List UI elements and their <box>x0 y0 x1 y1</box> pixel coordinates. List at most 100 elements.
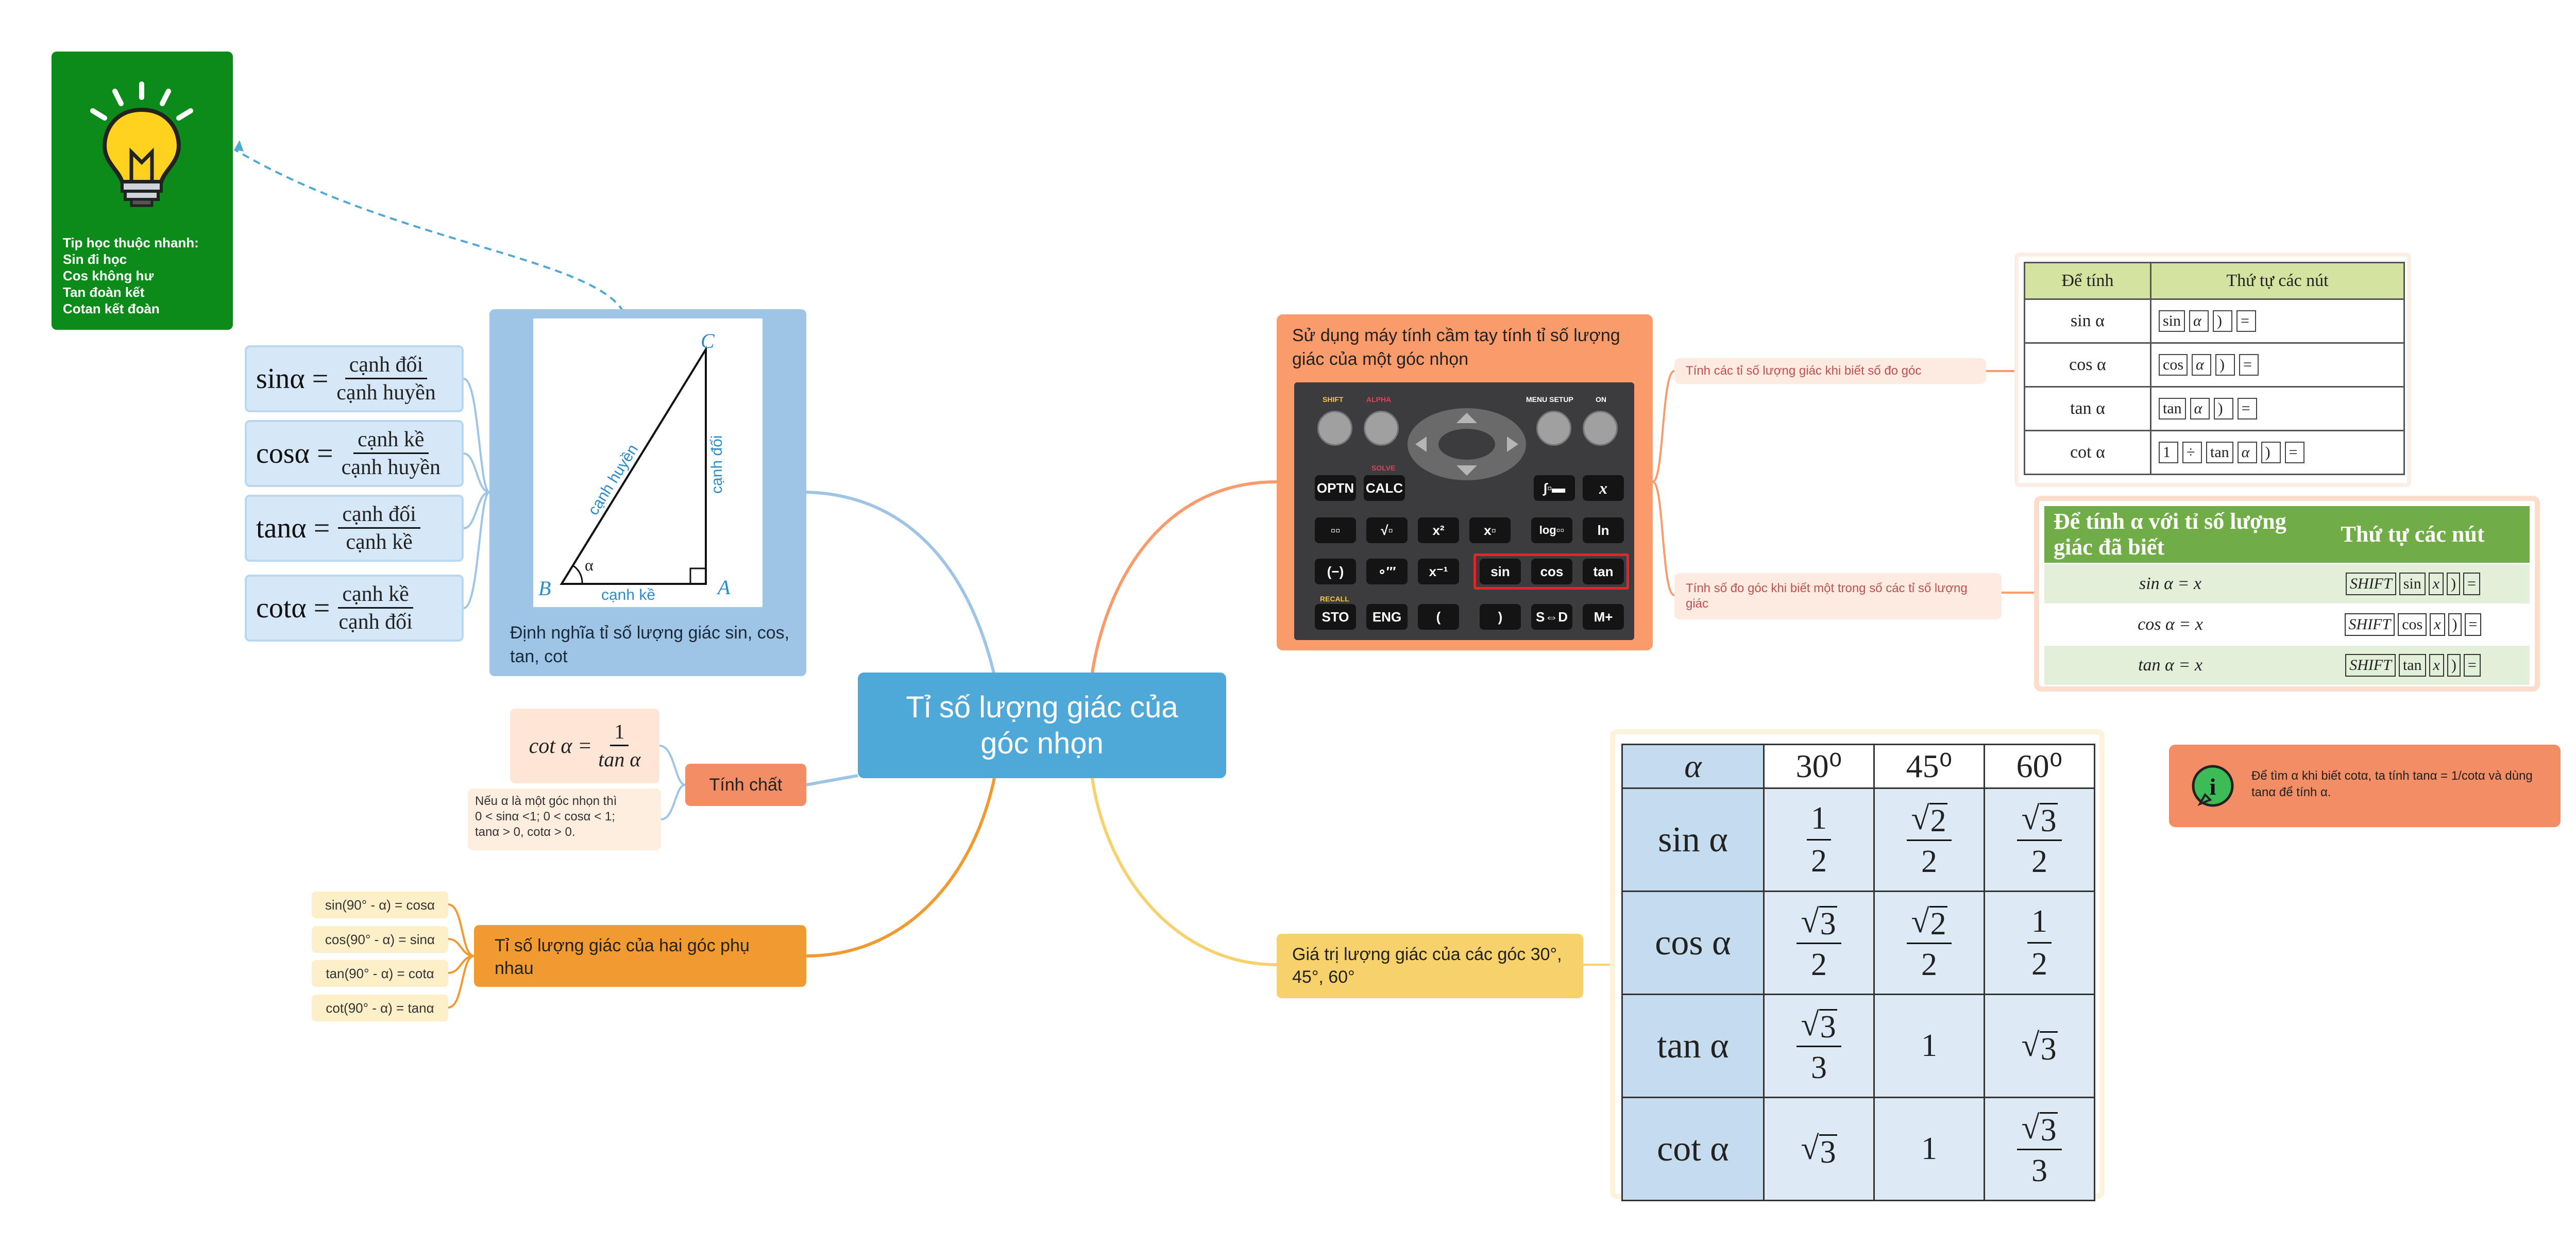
key-box: tan <box>2206 442 2233 463</box>
branch-ratio-to-angle[interactable]: Tính số đo góc khi biết một trong số các… <box>1674 573 2002 619</box>
central-topic[interactable]: Tỉ số lượng giác của góc nhọn <box>858 673 1226 778</box>
t1-header: Để tính <box>2024 262 2151 300</box>
branch-angle-to-ratio[interactable]: Tính các tỉ số lượng giác khi biết số đo… <box>1674 358 1986 384</box>
tip-card[interactable]: Tip học thuộc nhanh: Sin đi học Cos khôn… <box>52 52 233 330</box>
ln-key: ln <box>1583 517 1624 543</box>
t3-cell: √3 <box>1763 1097 1875 1201</box>
calculator-image: SHIFT ALPHA MENU SETUP ON SOLVE OPTN CAL… <box>1294 382 1634 640</box>
key-box: ) <box>2261 442 2281 463</box>
lightbulb-icon <box>90 81 193 207</box>
t1-fn: cot α <box>2024 430 2151 475</box>
square-key: x² <box>1418 517 1459 543</box>
close-paren-key: ) <box>1480 604 1521 630</box>
key-box: = <box>2284 442 2304 463</box>
sd-key: S⇔D <box>1531 604 1572 630</box>
power-key: x▫ <box>1469 517 1511 543</box>
key-box: cos <box>2159 354 2188 376</box>
tan-key: tan <box>1583 559 1624 584</box>
angle-label: α <box>585 556 594 574</box>
t3-header: α <box>1621 744 1765 789</box>
optn-key: OPTN <box>1315 475 1356 501</box>
key-box: α <box>2237 442 2257 463</box>
shift-key <box>1317 411 1352 446</box>
sin-key: sin <box>1480 559 1521 584</box>
inverse-key: x⁻¹ <box>1418 559 1459 584</box>
triangle-diagram: C B A α cạnh huyền cạnh đối cạnh kề <box>533 318 762 607</box>
key-box: α <box>2190 398 2210 419</box>
shift-label: SHIFT <box>1323 395 1344 404</box>
comp-item[interactable]: cot(90° - α) = tanα <box>312 995 448 1021</box>
key-box: SHIFT <box>2346 573 2396 595</box>
t2-fn: tan α = x <box>2044 644 2296 685</box>
key-box: = <box>2463 573 2480 595</box>
info-icon-letter: i <box>2210 774 2216 800</box>
key-box: SHIFT <box>2344 613 2395 636</box>
sqrt-key: √▫ <box>1366 517 1408 543</box>
t1-fn: sin α <box>2024 298 2151 344</box>
info-icon: i <box>2192 765 2234 807</box>
property-note: Nếu α là một góc nhọn thì 0 < sinα <1; 0… <box>468 788 661 850</box>
t3-fn: cot α <box>1621 1097 1765 1201</box>
key-box: α <box>2192 354 2211 376</box>
key-box: x <box>2428 573 2444 595</box>
property-node[interactable]: Tính chất <box>685 764 806 806</box>
t3-fn: cos α <box>1621 891 1765 995</box>
t2-fn: sin α = x <box>2044 563 2296 604</box>
key-box: = <box>2464 613 2482 636</box>
t1-fn: cos α <box>2024 342 2151 388</box>
key-box: ) <box>2448 613 2462 636</box>
alpha-key <box>1364 411 1399 446</box>
dms-key: ∘′″ <box>1366 559 1408 584</box>
comp-item[interactable]: cos(90° - α) = sinα <box>312 926 448 953</box>
comp-item[interactable]: sin(90° - α) = cosα <box>312 892 448 918</box>
key-box: cos <box>2398 613 2427 636</box>
t3-cell: 1 <box>1873 994 1985 1098</box>
key-box: 1 <box>2159 442 2178 463</box>
key-box: ) <box>2215 354 2235 376</box>
key-box: = <box>2463 654 2481 677</box>
comp-item[interactable]: tan(90° - α) = cotα <box>312 960 448 987</box>
integral-key: ∫▫▬ <box>1534 475 1575 501</box>
t3-header: 45⁰ <box>1873 744 1985 789</box>
note-card[interactable]: i <box>2169 745 2561 827</box>
open-paren-key: ( <box>1418 604 1459 630</box>
key-box: = <box>2239 354 2259 376</box>
key-box: ) <box>2447 573 2461 595</box>
menu-key <box>1536 411 1571 446</box>
special-values-node[interactable]: Giá trị lượng giác của các góc 30°, 45°,… <box>1277 934 1583 998</box>
complementary-node[interactable]: Tỉ số lượng giác của hai góc phụ nhau <box>474 925 806 987</box>
key-box: x <box>2430 613 2445 636</box>
adjacent-label: cạnh kề <box>601 586 656 603</box>
key-box: sin <box>2159 310 2185 332</box>
tip-text: Tip học thuộc nhanh: Sin đi học Cos khôn… <box>63 235 199 316</box>
key-box: x <box>2429 654 2444 677</box>
cos-key: cos <box>1531 559 1572 584</box>
key-box: SHIFT <box>2345 654 2396 677</box>
key-box: sin <box>2399 573 2426 595</box>
key-box: = <box>2236 310 2257 332</box>
t1-fn: tan α <box>2024 386 2151 431</box>
t2-fn: cos α = x <box>2044 603 2296 645</box>
note-text: Để tìm α khi biết cotα, ta tính tanα = 1… <box>2251 769 2533 799</box>
eng-key: ENG <box>1366 604 1408 630</box>
calc-key: CALC <box>1364 475 1405 501</box>
alpha-label: ALPHA <box>1366 395 1392 404</box>
on-label: ON <box>1596 395 1606 404</box>
vertex-a-label: A <box>718 576 731 599</box>
t3-cell: 1 <box>1873 1097 1985 1201</box>
t3-header: 60⁰ <box>1984 744 2095 789</box>
mplus-key: M+ <box>1583 604 1624 630</box>
